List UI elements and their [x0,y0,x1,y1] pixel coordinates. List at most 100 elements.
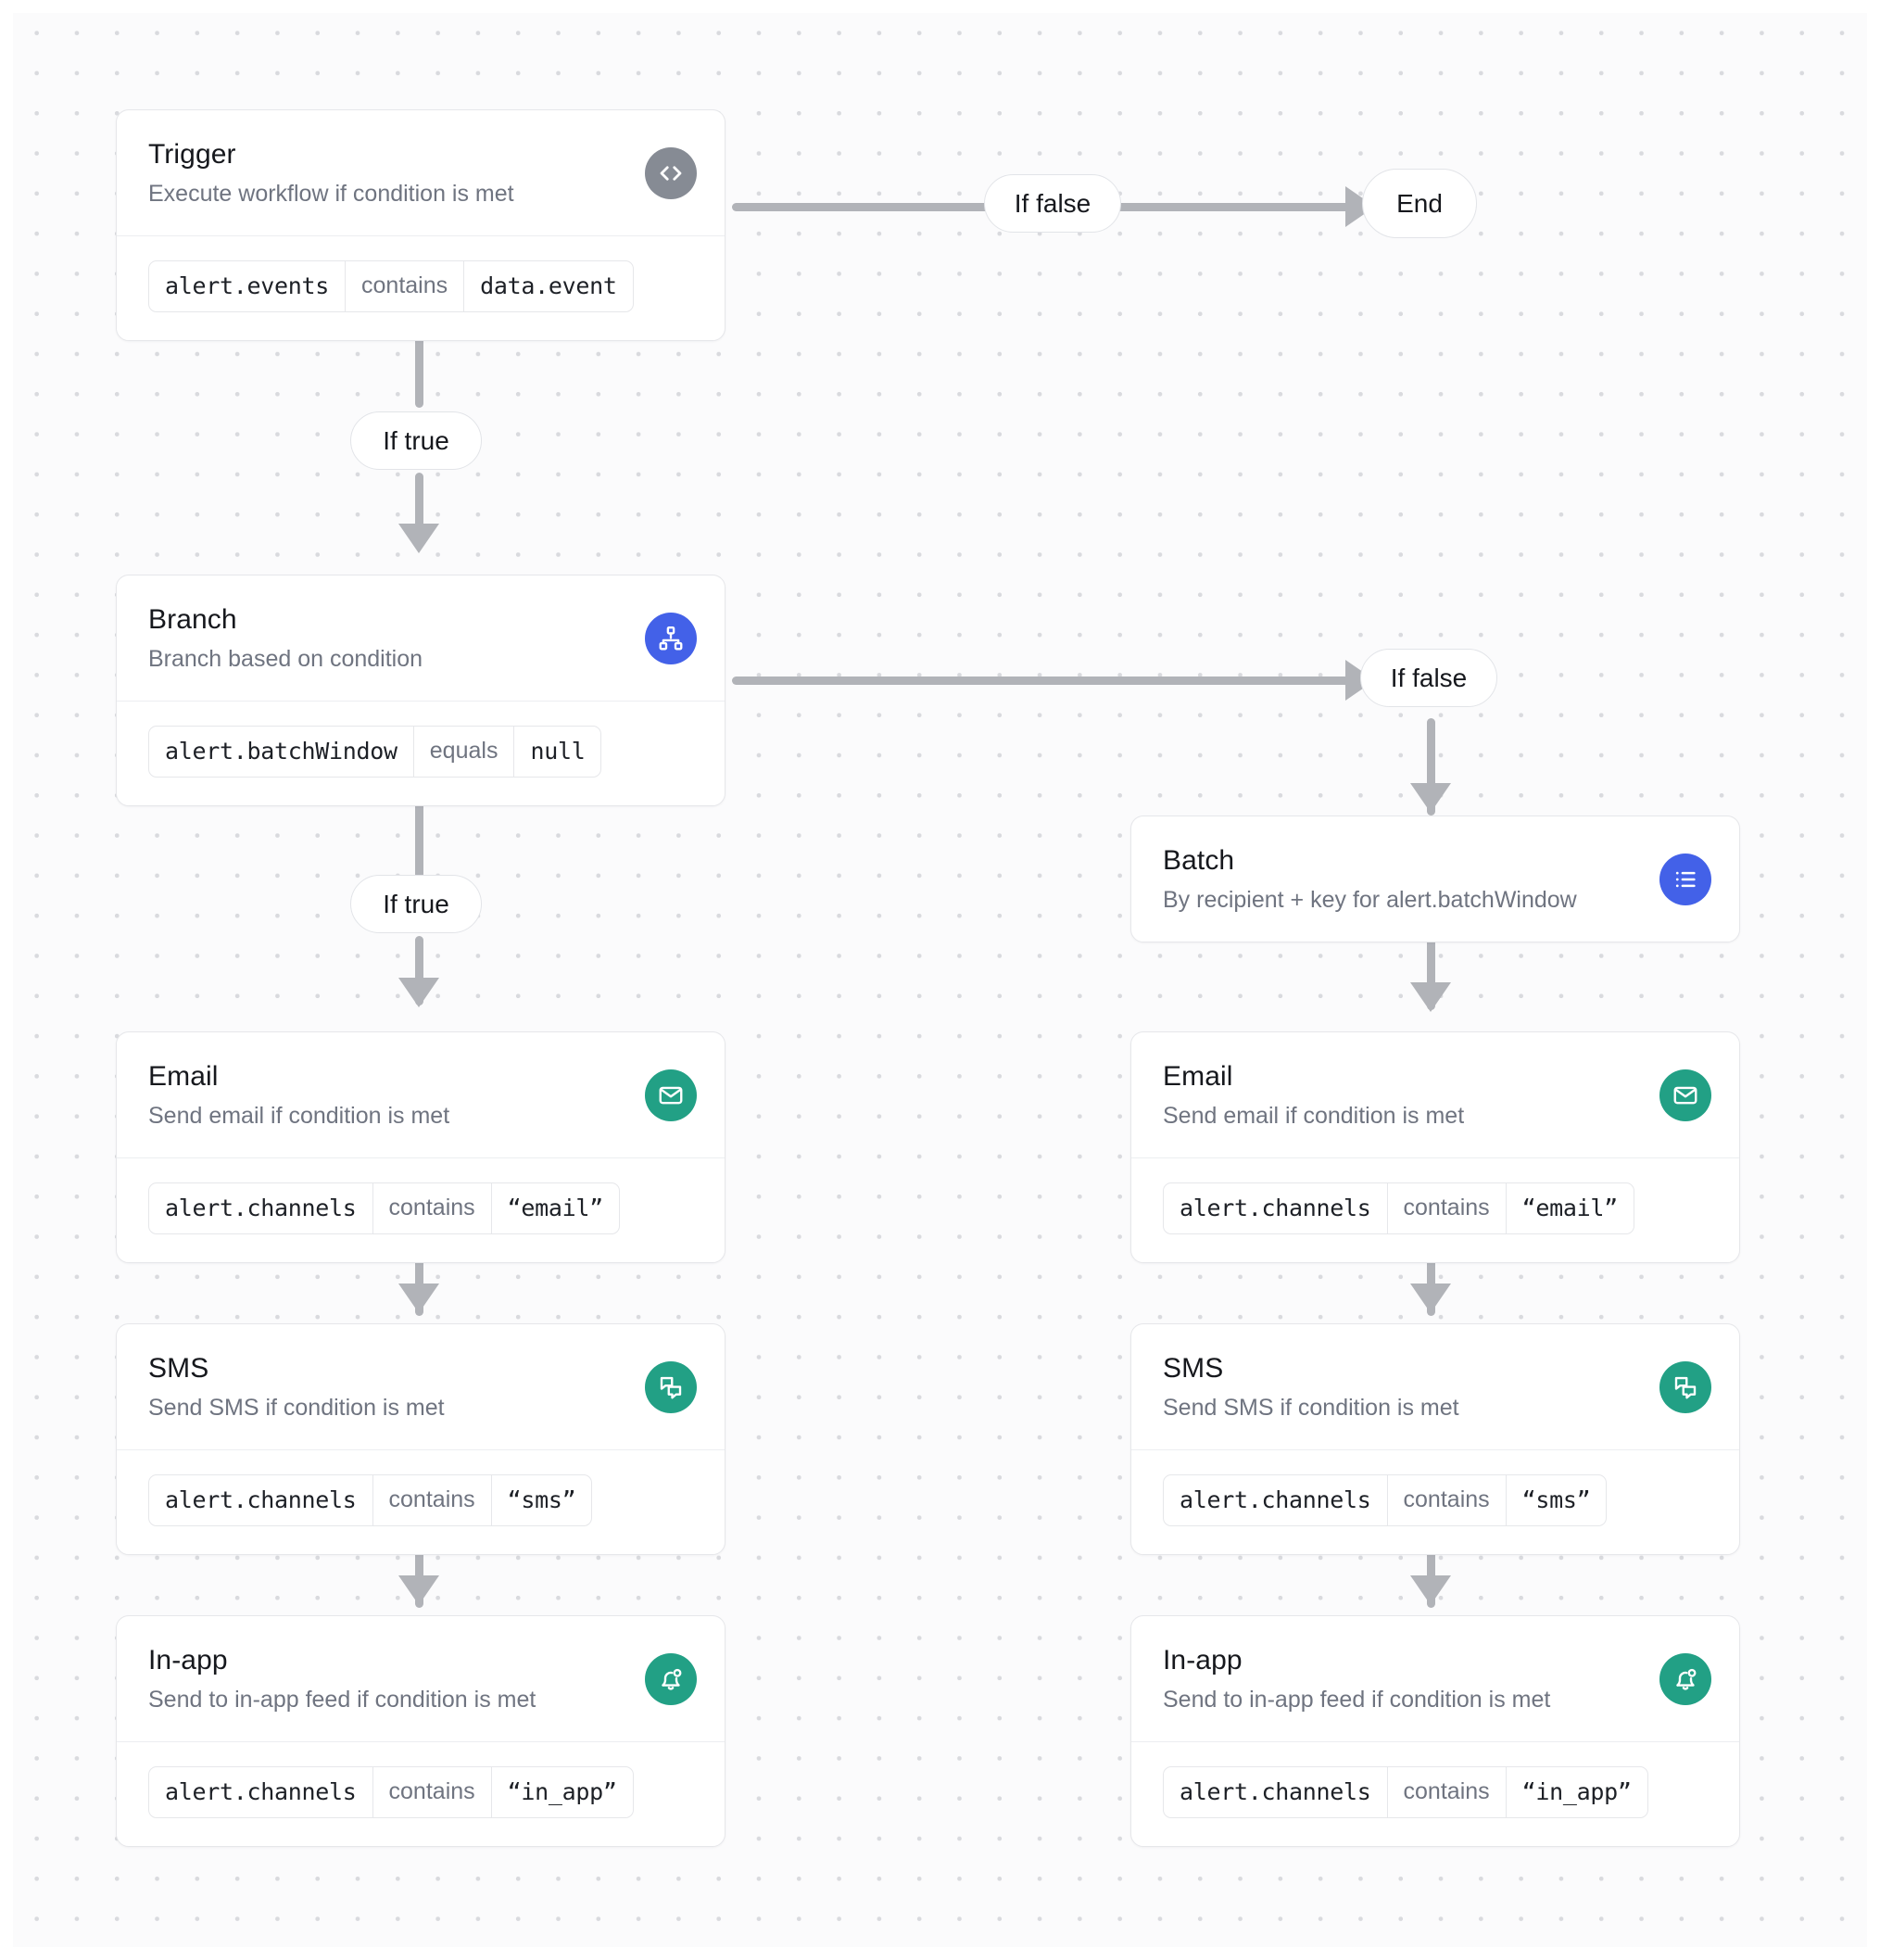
condition-operator: contains [1386,1475,1507,1525]
edge-batch-to-email-right [1427,927,1435,1010]
condition-operator: equals [412,727,515,777]
label-text: If false [1390,663,1468,692]
envelope-icon [645,1069,697,1121]
label-branch-if-false[interactable]: If false [1360,649,1497,707]
node-email-left[interactable]: Email Send email if condition is met ale… [116,1031,726,1263]
condition-value: “sms” [507,1486,576,1514]
bell-dot-icon [1659,1652,1711,1705]
edge-if-false-to-end [1117,203,1362,211]
condition-chip[interactable]: alert.channels contains “email” [1163,1182,1634,1234]
end-node[interactable]: End [1362,169,1477,238]
condition-value: data.event [480,272,617,300]
edge-branch-to-if-false [732,677,1362,685]
node-subtitle: Branch based on condition [148,646,423,673]
condition-field: alert.channels [165,1486,357,1514]
arrowhead-to-inapp-right [1410,1575,1451,1605]
edge-trigger-to-if-true [415,306,423,408]
arrowhead-to-branch [398,524,439,553]
arrowhead-to-email-left [398,978,439,1007]
node-batch[interactable]: Batch By recipient + key for alert.batch… [1130,816,1740,943]
condition-field: alert.events [165,272,330,300]
edge-if-true-to-email [415,936,423,1005]
edge-branch-to-if-true [415,769,423,879]
arrowhead-to-email-right [1410,982,1451,1012]
condition-operator: contains [345,261,465,311]
node-condition: alert.channels contains “sms” [1131,1449,1739,1553]
node-email-right[interactable]: Email Send email if condition is met ale… [1130,1031,1740,1263]
node-subtitle: Execute workflow if condition is met [148,181,514,208]
node-subtitle: Send email if condition is met [1163,1103,1465,1130]
label-trigger-if-false[interactable]: If false [984,174,1121,233]
condition-chip[interactable]: alert.channels contains “in_app” [148,1766,634,1818]
node-title: In-app [1163,1645,1243,1675]
node-trigger[interactable]: Trigger Execute workflow if condition is… [116,109,726,341]
condition-chip[interactable]: alert.channels contains “sms” [148,1474,593,1526]
node-inapp-right[interactable]: In-app Send to in-app feed if condition … [1130,1615,1740,1847]
label-text: If false [1014,188,1091,218]
edge-sms-to-inapp-left [415,1534,423,1608]
node-branch[interactable]: Branch Branch based on condition alert.b… [116,575,726,806]
node-title: SMS [148,1353,209,1384]
node-sms-left[interactable]: SMS Send SMS if condition is met alert.c… [116,1323,726,1555]
condition-value: null [530,738,586,765]
code-icon [645,146,697,199]
condition-value: “in_app” [1521,1778,1632,1806]
node-header: SMS Send SMS if condition is met [117,1324,725,1449]
condition-field: alert.channels [165,1778,357,1806]
node-condition: alert.events contains data.event [117,235,725,339]
node-condition: alert.batchWindow equals null [117,701,725,804]
condition-chip[interactable]: alert.batchWindow equals null [148,726,602,778]
node-header: Trigger Execute workflow if condition is… [117,110,725,235]
sitemap-icon [645,612,697,664]
label-text: If true [383,425,449,455]
node-header: In-app Send to in-app feed if condition … [117,1616,725,1741]
bell-dot-icon [645,1652,697,1705]
condition-operator: contains [1386,1183,1507,1233]
condition-value: “email” [1521,1195,1619,1222]
label-text: If true [383,889,449,918]
list-icon [1659,853,1711,905]
node-header: Branch Branch based on condition [117,575,725,701]
label-branch-if-true[interactable]: If true [350,875,482,933]
condition-chip[interactable]: alert.channels contains “sms” [1163,1474,1608,1526]
condition-field: alert.channels [165,1195,357,1222]
condition-value: “email” [507,1195,604,1222]
condition-field: alert.channels [1180,1195,1371,1222]
node-inapp-left[interactable]: In-app Send to in-app feed if condition … [116,1615,726,1847]
node-title: Email [1163,1061,1233,1092]
arrowhead-to-sms-right [1410,1283,1451,1313]
edge-email-to-sms-left [415,1242,423,1316]
condition-field: alert.batchWindow [165,738,397,765]
node-title: In-app [148,1645,228,1675]
condition-chip[interactable]: alert.events contains data.event [148,260,634,312]
node-header: Email Send email if condition is met [117,1032,725,1157]
condition-operator: contains [372,1475,492,1525]
node-subtitle: Send SMS if condition is met [1163,1395,1459,1422]
node-title: SMS [1163,1353,1224,1384]
arrowhead-to-batch [1410,783,1451,813]
node-header: Email Send email if condition is met [1131,1032,1739,1157]
node-title: Email [148,1061,219,1092]
condition-field: alert.channels [1180,1486,1371,1514]
node-subtitle: Send email if condition is met [148,1103,450,1130]
condition-chip[interactable]: alert.channels contains “email” [148,1182,620,1234]
node-sms-right[interactable]: SMS Send SMS if condition is met alert.c… [1130,1323,1740,1555]
node-condition: alert.channels contains “email” [117,1157,725,1261]
condition-value: “in_app” [507,1778,617,1806]
node-title: Trigger [148,139,236,170]
node-subtitle: By recipient + key for alert.batchWindow [1163,887,1577,914]
label-trigger-if-true[interactable]: If true [350,411,482,470]
arrowhead-to-inapp-left [398,1575,439,1605]
node-subtitle: Send to in-app feed if condition is met [148,1687,536,1713]
condition-chip[interactable]: alert.channels contains “in_app” [1163,1766,1648,1818]
node-header: SMS Send SMS if condition is met [1131,1324,1739,1449]
edge-email-to-sms-right [1427,1242,1435,1316]
end-label: End [1396,188,1443,218]
chat-bubbles-icon [645,1360,697,1413]
node-subtitle: Send SMS if condition is met [148,1395,445,1422]
edge-trigger-to-if-false [732,203,991,211]
node-title: Branch [148,604,237,635]
node-title: Batch [1163,845,1235,876]
node-condition: alert.channels contains “sms” [117,1449,725,1553]
